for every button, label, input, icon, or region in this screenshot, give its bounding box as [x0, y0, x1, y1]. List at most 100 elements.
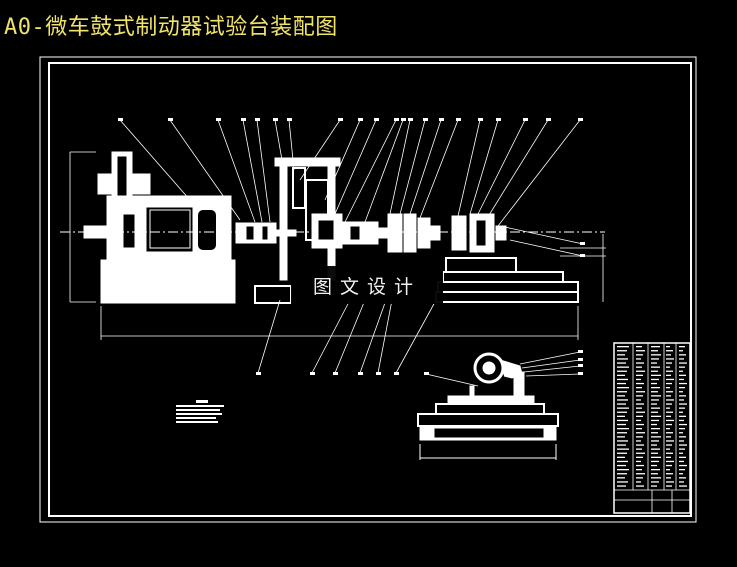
parts-row-mark [666, 428, 670, 430]
parts-row-mark [651, 350, 658, 352]
parts-row-mark [617, 403, 626, 405]
parts-row-mark [679, 415, 686, 417]
parts-row-mark [636, 374, 643, 376]
parts-row-mark [666, 456, 671, 458]
parts-row-mark [617, 481, 628, 483]
parts-row-mark [651, 448, 660, 450]
parts-row-mark [636, 382, 644, 385]
parts-row-mark [666, 354, 671, 356]
parts-row-mark [679, 448, 685, 450]
parts-row-mark [651, 403, 657, 405]
parts-row-mark [636, 432, 645, 434]
parts-row-mark [651, 358, 659, 360]
parts-row-mark [651, 428, 660, 430]
parts-row-mark [679, 436, 686, 438]
parts-row-mark [679, 358, 684, 360]
parts-row-mark [679, 346, 685, 348]
parts-row-mark [636, 407, 642, 409]
parts-row-mark [666, 448, 670, 450]
parts-row-mark [636, 370, 645, 372]
parts-row-mark [651, 346, 660, 348]
middle-shaft [341, 213, 441, 253]
parts-row-mark [617, 350, 627, 352]
parts-row-mark [617, 387, 629, 389]
parts-row-mark [617, 428, 629, 430]
parts-row-mark [617, 477, 625, 479]
parts-row-mark [636, 473, 645, 475]
parts-row-mark [617, 473, 627, 475]
parts-row-mark [636, 362, 644, 364]
technical-notes [176, 400, 224, 423]
parts-row-mark [651, 362, 657, 364]
parts-row-mark [636, 366, 642, 368]
parts-row-mark [679, 362, 687, 364]
parts-row-mark [636, 456, 643, 458]
parts-row-mark [636, 444, 644, 446]
parts-row-mark [679, 403, 687, 405]
parts-row-mark [617, 432, 627, 434]
parts-row-mark [666, 469, 670, 471]
part-number-tags [118, 118, 585, 375]
parts-row-mark [617, 436, 625, 438]
parts-row-mark [636, 395, 643, 397]
parts-row-mark [666, 411, 673, 413]
parts-row-mark [636, 378, 641, 381]
parts-row-mark [651, 415, 661, 417]
parts-list-rows [617, 346, 687, 487]
parts-row-mark [617, 469, 629, 471]
parts-row-mark [679, 469, 685, 471]
parts-row-mark [617, 391, 627, 393]
parts-row-mark [617, 423, 626, 426]
parts-row-mark [679, 391, 683, 393]
parts-row-mark [636, 477, 643, 479]
parts-row-mark [617, 460, 628, 463]
parts-row-mark [679, 407, 685, 409]
parts-row-mark [636, 485, 644, 487]
parts-row-mark [651, 395, 661, 397]
parts-row-mark [666, 399, 674, 401]
parts-row-mark [679, 481, 684, 483]
parts-row-mark [666, 366, 670, 368]
parts-row-mark [666, 419, 674, 422]
parts-row-mark [651, 419, 659, 422]
parts-row-mark [679, 366, 685, 368]
side-view [417, 352, 559, 460]
parts-row-mark [666, 350, 673, 352]
parts-row-mark [636, 448, 642, 450]
parts-row-mark [666, 374, 671, 376]
parts-row-mark [666, 481, 674, 483]
parts-row-mark [651, 370, 658, 372]
parts-row-mark [666, 370, 673, 372]
parts-row-mark [666, 382, 672, 385]
parts-row-mark [666, 485, 672, 487]
parts-row-mark [617, 440, 628, 442]
parts-row-mark [617, 399, 628, 401]
parts-row-mark [617, 444, 626, 446]
parts-row-mark [651, 456, 661, 458]
parts-row-mark [651, 464, 657, 467]
parts-row-mark [636, 358, 641, 360]
parts-row-mark [636, 419, 641, 422]
parts-row-mark [651, 444, 657, 446]
parts-row-mark [651, 374, 661, 376]
parts-row-mark [617, 362, 626, 364]
parts-row-mark [636, 464, 644, 467]
parts-row-mark [651, 391, 658, 393]
parts-row-mark [651, 423, 657, 426]
parts-row-mark [617, 407, 629, 409]
motor-assembly [83, 151, 236, 304]
parts-row-mark [666, 473, 673, 475]
parts-row-mark [666, 378, 674, 381]
parts-row-mark [679, 440, 684, 442]
sheet-frame [39, 56, 697, 523]
parts-row-mark [666, 440, 674, 442]
parts-row-mark [679, 411, 683, 413]
parts-row-mark [636, 346, 642, 348]
parts-row-mark [636, 428, 642, 430]
parts-row-mark [636, 391, 645, 393]
parts-row-mark [636, 469, 642, 471]
parts-row-mark [651, 382, 657, 385]
parts-row-mark [651, 399, 659, 401]
parts-row-mark [636, 481, 641, 483]
parts-row-mark [636, 350, 645, 352]
